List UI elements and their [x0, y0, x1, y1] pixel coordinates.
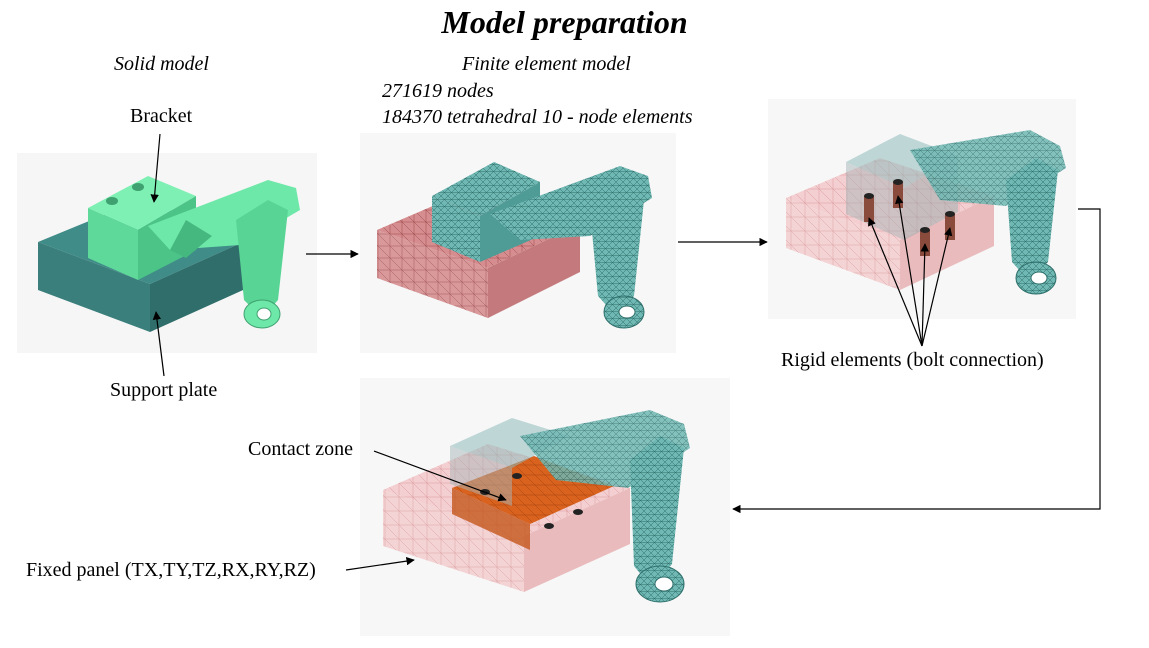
rigid-elements-label: Rigid elements (bolt connection) [781, 349, 1044, 371]
bracket-top [88, 176, 196, 230]
contact-panel [360, 378, 730, 636]
bracket-leader [150, 133, 161, 203]
solid-model-panel [17, 153, 317, 353]
contact-zone-label: Contact zone [248, 438, 353, 460]
contact-leader [373, 450, 507, 502]
solid-model-heading: Solid model [114, 53, 209, 75]
diagram-title: Model preparation [441, 4, 688, 40]
support-leader [152, 311, 165, 377]
rigid-elements-panel [768, 99, 1076, 319]
node-count: 271619 nodes [382, 80, 494, 102]
rigid-leader-3 [920, 243, 929, 347]
fe-model-panel [360, 133, 676, 353]
support-plate-label: Support plate [110, 379, 218, 401]
rigid-leader-1 [868, 217, 923, 347]
element-count: 184370 tetrahedral 10 - node elements [382, 106, 693, 128]
fixed-panel-label: Fixed panel (TX,TY,TZ,RX,RY,RZ) [26, 559, 316, 581]
connectors [150, 133, 1101, 571]
rigid-leader-4 [921, 227, 953, 347]
rigid-leader-2 [895, 195, 923, 347]
fe-model-heading: Finite element model [462, 53, 631, 75]
bracket-label: Bracket [130, 105, 193, 127]
arrow-rigid-to-contact [732, 208, 1101, 514]
fixed-leader [345, 556, 415, 571]
